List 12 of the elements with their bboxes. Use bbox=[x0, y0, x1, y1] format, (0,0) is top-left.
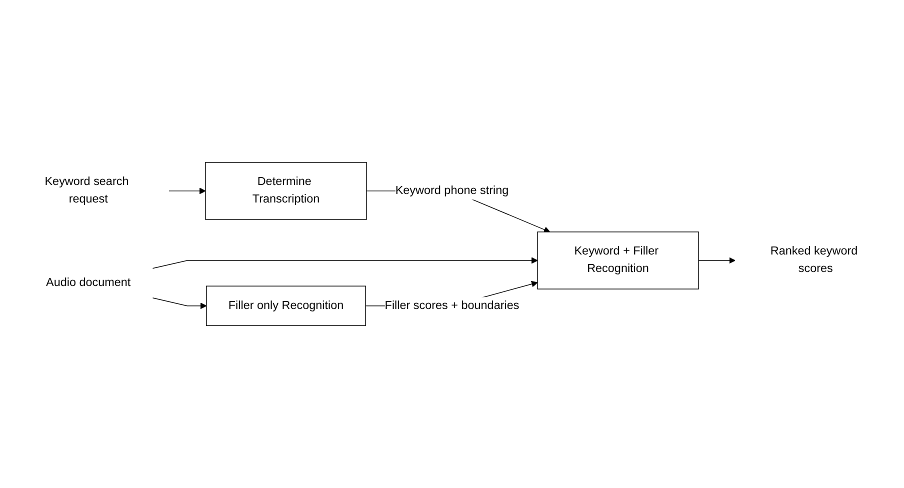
arrow bbox=[152, 257, 538, 269]
node-box: Filler only Recognition bbox=[206, 286, 366, 326]
arrow bbox=[168, 188, 206, 194]
node-text: Audio document bbox=[46, 276, 131, 290]
node-box: Determine Transcription bbox=[205, 162, 367, 220]
arrow bbox=[152, 298, 207, 310]
arrow bbox=[698, 257, 736, 264]
edge-label: Keyword phone string bbox=[395, 184, 509, 197]
node-text: Keyword search request bbox=[44, 176, 129, 206]
node-box: Keyword + Filler Recognition bbox=[537, 232, 699, 290]
node-text: Ranked keyword scores bbox=[770, 245, 858, 276]
edge-label: Filler scores + boundaries bbox=[384, 299, 520, 312]
